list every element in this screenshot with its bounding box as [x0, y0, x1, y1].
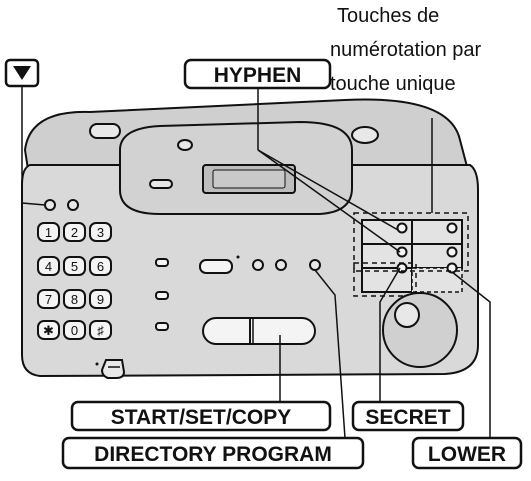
hyphen-label: HYPHEN [214, 64, 302, 87]
key-7[interactable] [37, 289, 60, 309]
top-oval-right[interactable] [351, 126, 379, 144]
down-arrow-button[interactable] [4, 58, 40, 88]
directory-program-label-box [61, 436, 365, 470]
key-6[interactable] [89, 256, 112, 276]
key-1[interactable] [37, 222, 60, 242]
side-key-1[interactable] [155, 258, 169, 267]
key-1-label: 1 [45, 225, 52, 240]
volume-dial[interactable] [382, 292, 458, 368]
key-8[interactable] [63, 289, 86, 309]
key-2[interactable] [63, 222, 86, 242]
one-touch-lamp-1[interactable] [396, 222, 408, 234]
key-9-label: 9 [97, 292, 104, 307]
one-touch-lamp-3[interactable] [396, 246, 408, 258]
key-5[interactable] [63, 256, 86, 276]
top-small-button[interactable] [177, 139, 193, 151]
start-set-copy-key[interactable] [202, 317, 316, 345]
indicator-lamp-2 [67, 199, 79, 211]
mid-button-1[interactable] [252, 259, 264, 271]
key-4-label: 4 [45, 259, 52, 274]
slot [149, 179, 173, 189]
secret-label: SECRET [365, 406, 450, 429]
key-0-label: 0 [71, 323, 78, 338]
key-3[interactable] [89, 222, 112, 242]
lower-label-box [411, 436, 523, 470]
mid-dot [236, 255, 240, 259]
top-oval-left[interactable] [89, 123, 121, 139]
one-touch-lamp-2[interactable] [446, 222, 458, 234]
key-7-label: 7 [45, 292, 52, 307]
key-0[interactable] [63, 320, 86, 340]
pointer-lines [21, 80, 491, 439]
one-touch-group-outline [353, 212, 469, 272]
one-touch-dial-caption-line1: Touches de [337, 5, 439, 27]
directory-program-label: DIRECTORY PROGRAM [94, 443, 332, 466]
key-star-label: ✱ [43, 323, 54, 338]
display-inner [212, 169, 286, 189]
key-hash[interactable] [89, 320, 112, 340]
key-3-label: 3 [97, 225, 104, 240]
directory-program-button[interactable] [309, 259, 321, 271]
key-8-label: 8 [71, 292, 78, 307]
key-hash-label: ♯ [97, 323, 104, 338]
key-9[interactable] [89, 289, 112, 309]
lower-label: LOWER [428, 443, 506, 466]
handset-icon [95, 359, 126, 379]
hyphen-label-box [183, 58, 332, 90]
function-oval-button[interactable] [199, 259, 233, 274]
mid-button-2[interactable] [275, 259, 287, 271]
start-set-copy-label: START/SET/COPY [111, 406, 291, 429]
side-key-3[interactable] [155, 322, 169, 331]
one-touch-dial-grid [361, 219, 463, 293]
one-touch-dial-caption-line3: touche unique [330, 73, 456, 95]
key-2-label: 2 [71, 225, 78, 240]
key-4[interactable] [37, 256, 60, 276]
side-key-2[interactable] [155, 291, 169, 300]
key-6-label: 6 [97, 259, 104, 274]
key-5-label: 5 [71, 259, 78, 274]
lower-group-outline [353, 262, 417, 297]
start-set-copy-label-box [70, 400, 332, 432]
key-star[interactable] [37, 320, 60, 340]
numeric-keypad: 1 2 3 4 5 6 7 8 9 ✱ 0 ♯ [37, 222, 112, 340]
down-triangle-icon [13, 66, 31, 80]
one-touch-lamp-4[interactable] [446, 246, 458, 258]
indicator-lamp-1 [44, 199, 56, 211]
one-touch-dial-caption-line2: numérotation par [330, 39, 482, 61]
secret-label-box [351, 400, 465, 432]
